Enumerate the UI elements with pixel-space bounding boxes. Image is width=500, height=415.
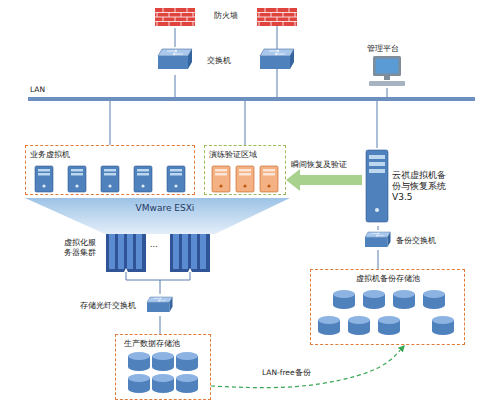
disk-cylinder [348, 316, 370, 335]
network-link [378, 226, 379, 230]
network-link [387, 88, 388, 97]
network-link [378, 250, 379, 269]
backup-switch: 备份交换机 [362, 230, 444, 250]
disk-cylinder [363, 290, 385, 309]
drill-server-icon [236, 166, 254, 192]
network-link [175, 28, 176, 47]
switch-pair: 交换机 [155, 47, 297, 75]
monitor-screen [376, 59, 399, 74]
ellipsis-note: ... [150, 240, 170, 250]
network-link [245, 101, 246, 145]
disk-cylinder [333, 290, 355, 309]
disk-cylinder [432, 316, 454, 335]
server-body [366, 150, 388, 222]
drill-server-icon [212, 166, 230, 192]
node-label: 备份交换机 [396, 236, 442, 245]
drill-server-icon [260, 166, 278, 192]
network-wire [277, 69, 278, 97]
keyboard [369, 81, 405, 86]
server-bay [369, 169, 385, 173]
fc-switch: 存储光纤交换机 [80, 294, 175, 316]
vm-server-icon [35, 166, 53, 192]
firewall-pair: 防火墙 [150, 6, 300, 28]
disk-cylinder [393, 290, 415, 309]
disk-cylinder [378, 316, 400, 335]
server-led [375, 208, 379, 212]
vm-server-icon [167, 166, 185, 192]
network-link [175, 75, 176, 97]
server-bay [369, 155, 385, 159]
switch-icon [365, 232, 391, 247]
network-link [110, 101, 111, 145]
vm-group: 业务虚拟机 [25, 145, 195, 195]
fibre-link [160, 280, 161, 294]
node-label: 虚拟机备份存储池 [311, 274, 464, 283]
node-label: 防火墙 [214, 11, 244, 20]
monitor-frame [373, 56, 401, 76]
node-label: 存储光纤交换机 [80, 301, 144, 310]
edge-label: LAN-free备份 [262, 368, 324, 377]
node-label: LAN [30, 85, 60, 94]
node-label: 虚拟化服 务器集群 [64, 238, 100, 257]
node-label: VMware ESXi [115, 203, 215, 214]
network-link [377, 101, 378, 148]
lan-bus: LAN [28, 97, 475, 101]
backup-server-icon [366, 150, 388, 222]
disk-cylinder [152, 352, 174, 371]
switch-icon [158, 49, 192, 69]
management-console: 管理平台 [362, 42, 412, 88]
disk-cylinder [152, 374, 174, 393]
disk-cylinder [128, 352, 150, 371]
disk-cylinder [318, 316, 340, 335]
node-label: 云祺虚拟机备 份与恢复系统 V3.5 [392, 170, 452, 202]
node-label: 交换机 [207, 56, 241, 65]
firewall-icon [257, 8, 297, 26]
node-label: 管理平台 [367, 44, 407, 53]
vm-server-icon [101, 166, 119, 192]
firewall-icon [155, 8, 195, 26]
backup-pool: 虚拟机备份存储池 [310, 269, 465, 345]
node-label: 演练验证区域 [209, 150, 283, 159]
server-cluster: 虚拟化服 务器集群 [62, 222, 214, 280]
disk-cylinder [128, 374, 150, 393]
backup-server: 云祺虚拟机备 份与恢复系统 V3.5 [362, 148, 464, 226]
rack-wire [126, 272, 190, 280]
fibre-link [160, 316, 161, 334]
edge-label: 瞬间恢复及验证 [291, 160, 361, 169]
funnel-band [25, 198, 290, 234]
disk-cylinder [176, 374, 198, 393]
disk-cylinder [176, 352, 198, 371]
monitor-stand [384, 76, 390, 80]
switch-icon [260, 49, 294, 69]
node-label: 业务虚拟机 [30, 150, 120, 159]
switch-icon [147, 297, 173, 312]
disk-cylinder [423, 290, 445, 309]
vm-server-icon [68, 166, 86, 192]
restore-arrow [300, 175, 362, 185]
drill-zone: 演练验证区域 [204, 145, 286, 195]
hypervisor-band: VMware ESXi [25, 198, 290, 234]
node-label: 生产数据存储池 [124, 339, 204, 348]
production-pool: 生产数据存储池 [115, 334, 211, 400]
backup-flow [211, 350, 400, 388]
server-bay [369, 162, 385, 166]
vm-server-icon [134, 166, 152, 192]
computer-icon [369, 56, 405, 86]
network-wire [277, 26, 278, 49]
